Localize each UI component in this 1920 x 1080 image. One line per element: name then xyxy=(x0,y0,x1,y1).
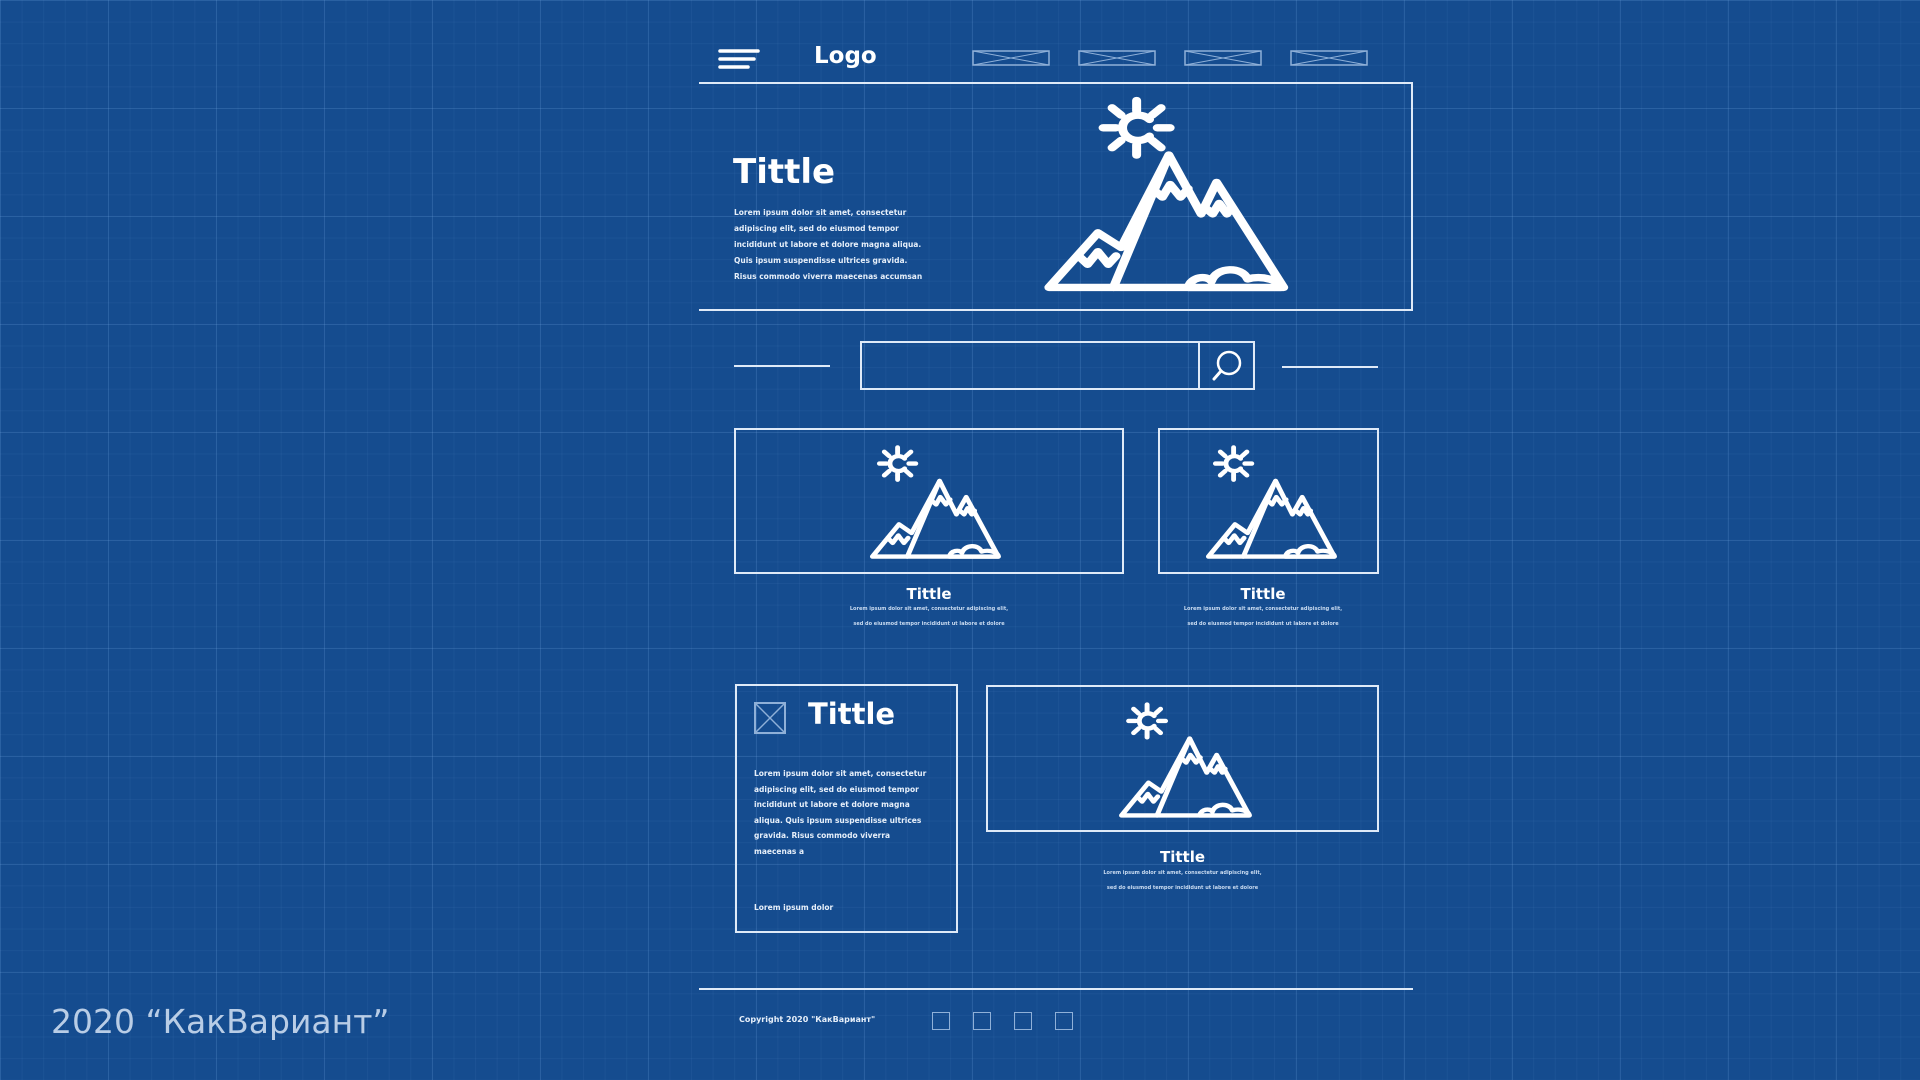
search-icon xyxy=(1212,350,1242,381)
wide-card-title: Tittle xyxy=(1159,848,1206,866)
footer-divider xyxy=(699,988,1413,990)
card-image-2[interactable] xyxy=(1158,428,1379,574)
card-title-1: Tittle xyxy=(906,585,952,603)
wide-card-image[interactable] xyxy=(986,685,1379,832)
card-title-2: Tittle xyxy=(1240,585,1286,603)
social-icon-2[interactable] xyxy=(973,1012,991,1030)
search-button[interactable] xyxy=(1198,341,1255,390)
search-right-line xyxy=(1282,366,1378,368)
nav-placeholder-2[interactable] xyxy=(1078,50,1156,66)
mountain-sun-icon xyxy=(864,440,1004,564)
hero-text: Lorem ipsum dolor sit amet, consectetur … xyxy=(734,208,923,281)
social-icon-1[interactable] xyxy=(932,1012,950,1030)
watermark: 2020 “КакВариант” xyxy=(51,1002,390,1041)
social-icon-4[interactable] xyxy=(1055,1012,1073,1030)
image-placeholder-icon xyxy=(754,702,786,734)
hero-top-border xyxy=(699,82,1413,84)
menu-button[interactable] xyxy=(718,48,760,72)
card-text-1: Lorem ipsum dolor sit amet, consectetur … xyxy=(849,606,1009,627)
text-card-title: Tittle xyxy=(808,697,896,731)
search-input[interactable] xyxy=(860,341,1200,390)
social-icon-3[interactable] xyxy=(1014,1012,1032,1030)
search-left-line xyxy=(734,365,830,367)
mountain-sun-icon xyxy=(1036,90,1294,300)
footer-copyright: Copyright 2020 "КакВариант" xyxy=(739,1015,876,1024)
hamburger-menu-icon xyxy=(718,49,760,69)
text-card-text: Lorem ipsum dolor sit amet, consectetur … xyxy=(754,769,927,856)
logo[interactable]: Logo xyxy=(814,43,877,69)
text-card-link[interactable]: Lorem ipsum dolor xyxy=(754,903,834,912)
hero-bottom-border xyxy=(699,309,1413,311)
mountain-sun-icon xyxy=(1200,440,1340,564)
card-text-2: Lorem ipsum dolor sit amet, consectetur … xyxy=(1183,606,1343,627)
nav-placeholder-1[interactable] xyxy=(972,50,1050,66)
card-image-1[interactable] xyxy=(734,428,1124,574)
text-card[interactable]: Tittle Lorem ipsum dolor sit amet, conse… xyxy=(735,684,958,933)
hero-right-border xyxy=(1411,82,1413,311)
wide-card-text: Lorem ipsum dolor sit amet, consectetur … xyxy=(1103,870,1262,891)
mountain-sun-icon xyxy=(1113,697,1255,823)
nav-placeholder-4[interactable] xyxy=(1290,50,1368,66)
hero-title: Tittle xyxy=(733,152,836,192)
nav-placeholder-3[interactable] xyxy=(1184,50,1262,66)
